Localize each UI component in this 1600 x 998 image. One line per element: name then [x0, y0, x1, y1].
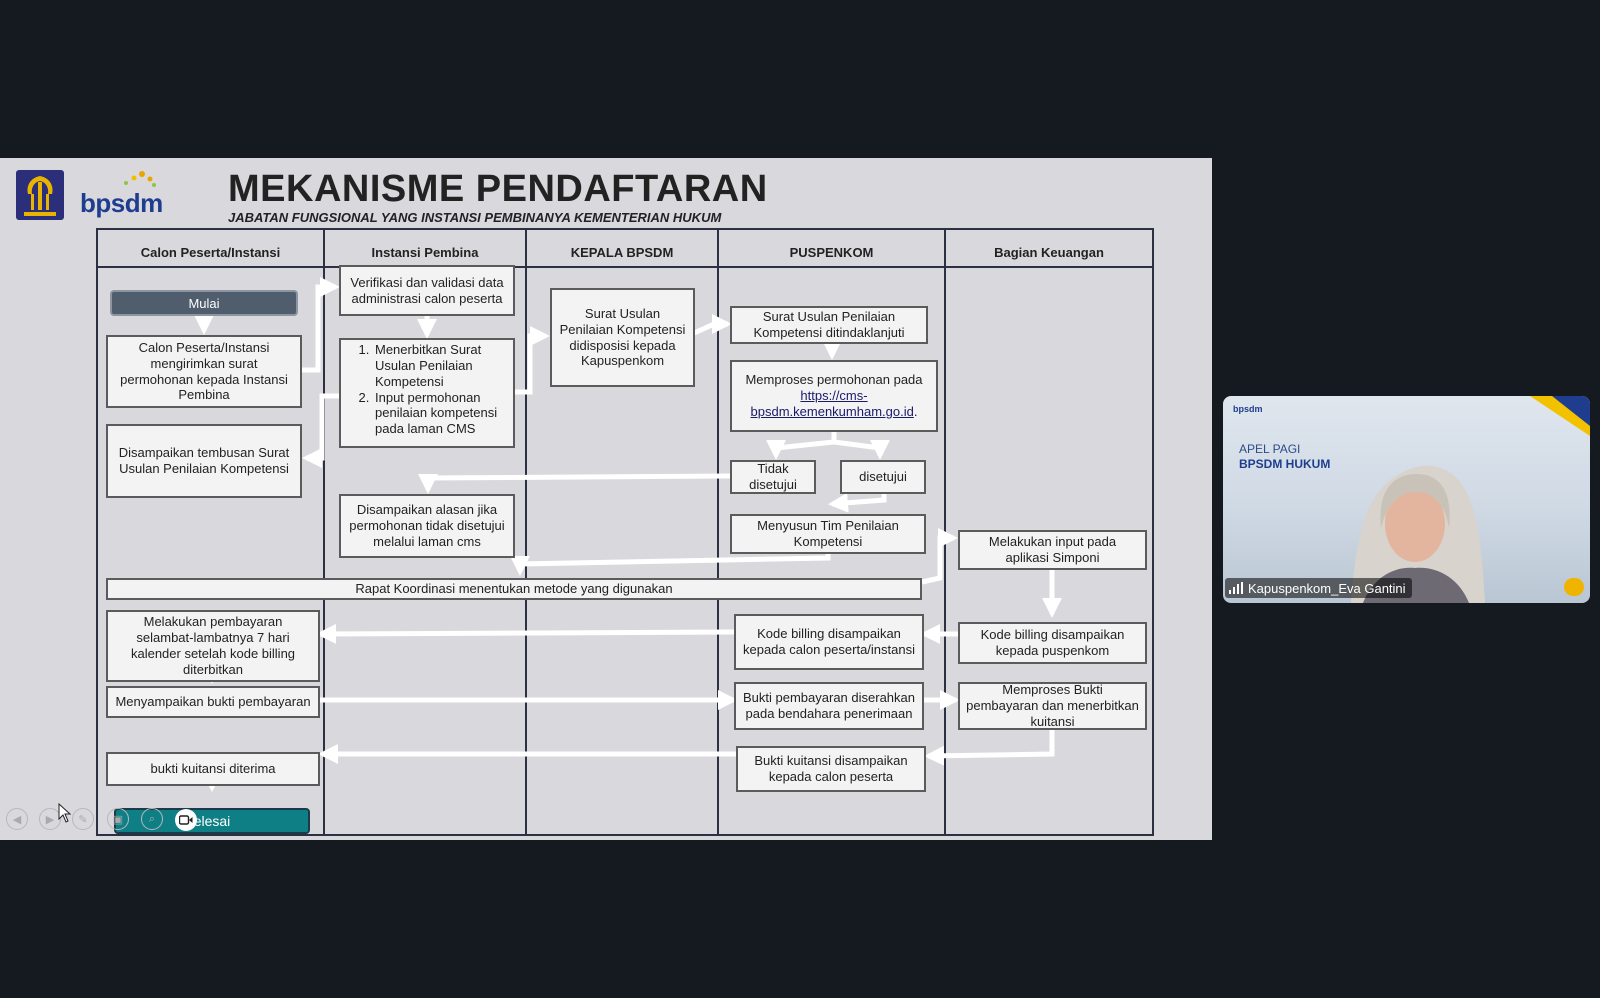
step-tim-penilaian: Menyusun Tim Penilaian Kompetensi — [730, 514, 926, 554]
zoom-button[interactable]: ⌕ — [141, 808, 163, 830]
step-verifikasi: Verifikasi dan validasi data administras… — [339, 265, 515, 316]
step-memproses: Memproses permohonan pada https://cms-bp… — [730, 360, 938, 432]
step-calon-kirim: Calon Peserta/Instansi mengirimkan surat… — [106, 335, 302, 408]
video-line-2: BPSDM HUKUM — [1239, 457, 1331, 471]
step-kuitansi-terima: bukti kuitansi diterima — [106, 752, 320, 786]
slide-subtitle: JABATAN FUNGSIONAL YANG INSTANSI PEMBINA… — [228, 210, 722, 225]
slide-title: MEKANISME PENDAFTARAN — [228, 168, 768, 210]
step-ditindaklanjuti: Surat Usulan Penilaian Kompetensi ditind… — [730, 306, 928, 344]
lane-calon-peserta: Calon Peserta/Instansi — [140, 244, 281, 260]
network-icon — [1564, 578, 1584, 596]
prev-slide-button[interactable]: ◀ — [6, 808, 28, 830]
pen-tool-button[interactable]: ✎ — [72, 808, 94, 830]
bpsdm-logo-text: bpsdm — [80, 188, 163, 218]
step-tembusan: Disampaikan tembusan Surat Usulan Penila… — [106, 424, 302, 498]
layout-icon: ▣ — [112, 813, 124, 826]
step-bukti-bayar: Menyampaikan bukti pembayaran — [106, 686, 320, 718]
video-brand: bpsdm — [1233, 404, 1263, 414]
participant-video-tile[interactable]: bpsdm APEL PAGI BPSDM HUKUM Kapuspenkom_… — [1223, 396, 1590, 603]
zoom-icon: ⌕ — [148, 812, 156, 825]
start-node: Mulai — [110, 290, 298, 316]
lane-bagian-keuangan: Bagian Keuangan — [994, 244, 1104, 260]
step-instansi-list: Menerbitkan Surat Usulan Penilaian Kompe… — [339, 338, 515, 448]
step-kuitansi-sampai: Bukti kuitansi disampaikan kepada calon … — [736, 746, 926, 792]
participant-avatar — [1351, 465, 1485, 603]
video-corner-decoration — [1530, 396, 1590, 436]
list-item: Input permohonan penilaian kompetensi pa… — [373, 390, 507, 438]
flowchart-lines — [96, 228, 1154, 836]
cms-link[interactable]: https://cms-bpsdm.kemenkumham.go.id — [750, 388, 914, 419]
step-simponi: Melakukan input pada aplikasi Simponi — [958, 530, 1147, 570]
next-icon: ▶ — [45, 813, 55, 826]
mouse-cursor-icon — [58, 803, 72, 823]
decision-disetujui: disetujui — [840, 460, 926, 494]
step-proses-bukti: Memproses Bukti pembayaran dan menerbitk… — [958, 682, 1147, 730]
participant-name-label: Kapuspenkom_Eva Gantini — [1225, 578, 1412, 598]
memproses-suffix: . — [913, 403, 918, 419]
decision-tidak-disetujui: Tidak disetujui — [730, 460, 816, 494]
step-kode-puspenkom: Kode billing disampaikan kepada puspenko… — [958, 622, 1147, 664]
step-alasan: Disampaikan alasan jika permohonan tidak… — [339, 494, 515, 558]
kemenkum-emblem — [16, 170, 64, 220]
step-rapat: Rapat Koordinasi menentukan metode yang … — [106, 578, 922, 600]
lane-kepala-bpsdm: KEPALA BPSDM — [570, 244, 674, 260]
list-item: Menerbitkan Surat Usulan Penilaian Kompe… — [373, 342, 507, 390]
layout-button[interactable]: ▣ — [107, 808, 129, 830]
memproses-text: Memproses permohonan pada — [745, 372, 923, 388]
step-bayar: Melakukan pembayaran selambat-lambatnya … — [106, 610, 320, 682]
step-bukti-serah: Bukti pembayaran diserahkan pada bendaha… — [734, 682, 924, 730]
presentation-slide: bpsdm MEKANISME PENDAFTARAN JABATAN FUNG… — [0, 158, 1212, 840]
lane-puspenkom: PUSPENKOM — [789, 244, 874, 260]
lane-instansi-pembina: Instansi Pembina — [371, 244, 479, 260]
step-kode-calon: Kode billing disampaikan kepada calon pe… — [734, 614, 924, 670]
signal-icon — [1229, 582, 1243, 594]
bpsdm-logo-dots — [124, 171, 156, 187]
video-camera-icon — [179, 815, 193, 825]
prev-icon: ◀ — [12, 813, 22, 826]
video-line-1: APEL PAGI — [1239, 442, 1301, 456]
pen-icon: ✎ — [78, 813, 88, 826]
participant-name: Kapuspenkom_Eva Gantini — [1248, 580, 1406, 596]
step-surat-disposisi: Surat Usulan Penilaian Kompetensi didisp… — [550, 288, 695, 387]
next-slide-button[interactable]: ▶ — [39, 808, 61, 830]
camera-button[interactable] — [175, 809, 197, 831]
